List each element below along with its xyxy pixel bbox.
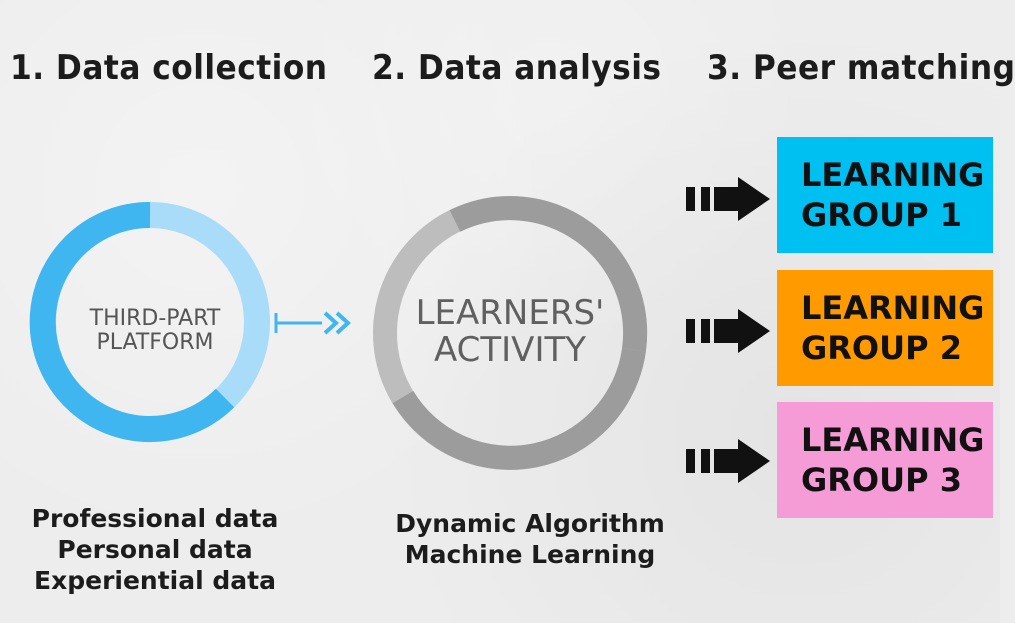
platform-ring-dark-segment [29,201,235,442]
platform-ring-label: THIRD-PART PLATFORM [40,306,270,356]
learning-group-2-line-2: GROUP 2 [801,329,962,367]
data-analysis-caption: Dynamic Algorithm Machine Learning [385,508,675,570]
group-arrow-2-dash-2 [701,319,710,343]
learning-group-3-box: LEARNING GROUP 3 [777,402,993,518]
group-arrow-2-head [714,309,770,353]
group-arrow-1-dash-2 [701,187,710,211]
activity-label-line-2: ACTIVITY [433,330,587,371]
connector-chevron-2 [335,311,351,335]
connector-chevron-1 [323,311,339,335]
group-arrow-3-head [714,439,770,483]
caption-dynamic-algorithm: Dynamic Algorithm [395,509,665,538]
step-title-data-analysis: 2. Data analysis [372,48,662,88]
group-arrow-3-dash-1 [686,449,695,473]
step-title-peer-matching: 3. Peer matching [707,48,1015,88]
data-collection-caption: Professional data Personal data Experien… [20,503,290,596]
step-title-data-collection: 1. Data collection [10,48,328,88]
group-arrow-1-head [714,177,770,221]
learning-group-1-box: LEARNING GROUP 1 [777,137,993,253]
group-arrow-2-dash-1 [686,319,695,343]
learning-group-3-line-1: LEARNING [801,421,985,459]
activity-ring-dark-segment-top [449,196,648,352]
group-arrow-3-dash-2 [701,449,710,473]
group-arrow-1-dash-1 [686,187,695,211]
learning-group-1-line-2: GROUP 1 [801,196,962,234]
platform-ring [29,201,270,442]
group-arrow-3 [686,439,770,483]
learning-group-3-line-2: GROUP 3 [801,461,962,499]
platform-label-line-1: THIRD-PART [89,306,221,331]
connector-arrow [274,311,351,335]
activity-ring-dark-segment-bottom [392,348,646,470]
caption-personal-data: Personal data [57,535,253,564]
caption-experiential-data: Experiential data [34,566,276,595]
group-arrow-1 [686,177,770,221]
activity-label-line-1: LEARNERS' [415,293,605,333]
activity-ring-label: LEARNERS' ACTIVITY [380,293,640,371]
activity-ring [373,196,648,470]
group-arrow-2 [686,309,770,353]
platform-label-line-2: PLATFORM [96,330,214,356]
caption-professional-data: Professional data [31,504,279,533]
caption-machine-learning: Machine Learning [404,540,656,569]
learning-group-2-box: LEARNING GROUP 2 [777,270,993,386]
learning-group-1-line-1: LEARNING [801,156,985,194]
learning-group-2-line-1: LEARNING [801,289,985,327]
